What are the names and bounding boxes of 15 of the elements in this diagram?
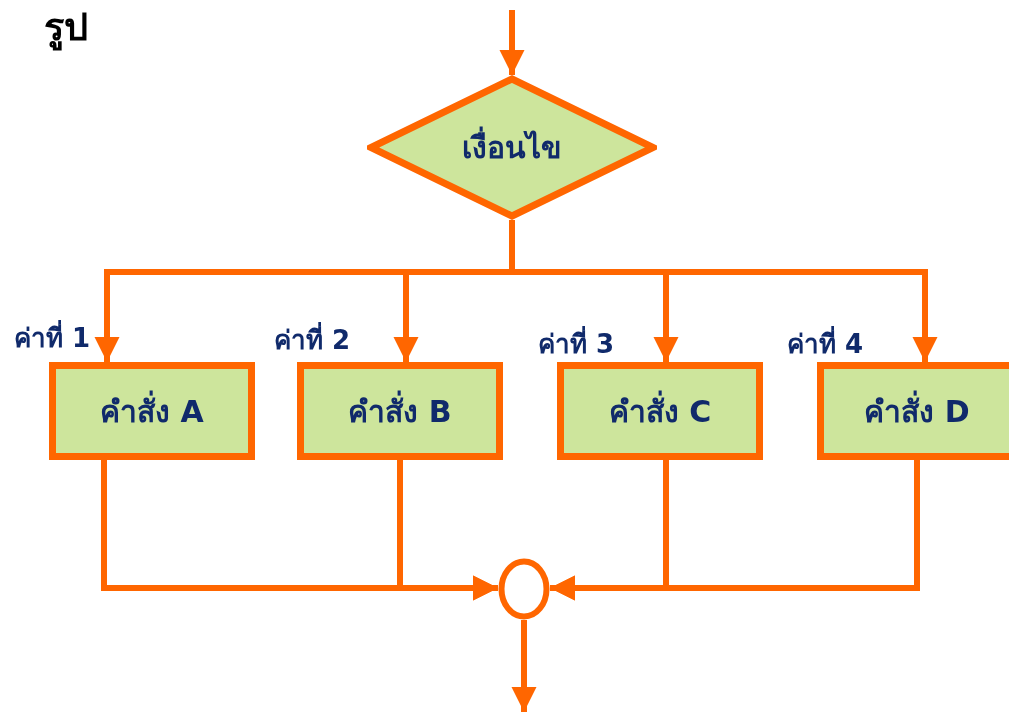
title: รูป (44, 4, 88, 53)
value-label: ค่าที่ 4 (787, 323, 864, 364)
arrow (499, 10, 525, 75)
arrow (397, 460, 498, 601)
statement-label: คำสั่ง B (348, 387, 452, 435)
statement-label: คำสั่ง C (608, 387, 712, 435)
condition-label: เงื่อนไข (462, 124, 562, 171)
value-label: ค่าที่ 2 (274, 319, 351, 360)
statement-label: คำสั่ง A (100, 387, 204, 435)
statement-label: คำสั่ง D (864, 387, 970, 435)
value-label: ค่าที่ 1 (14, 317, 91, 358)
value-label: ค่าที่ 3 (538, 323, 615, 364)
arrow (550, 460, 920, 601)
arrow (509, 220, 938, 362)
arrow (511, 620, 537, 712)
